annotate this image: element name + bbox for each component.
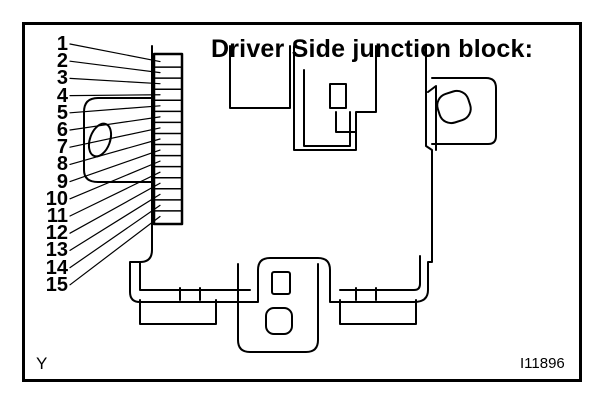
- leader-line: [69, 77, 161, 85]
- right-bracket: [431, 77, 497, 145]
- connector-pin-divisions: [153, 66, 183, 212]
- leader-line: [69, 149, 161, 183]
- left-bracket: [83, 97, 153, 183]
- connector-strip: [152, 52, 184, 226]
- pin-number-label: 9: [56, 170, 68, 193]
- top-connector-notch: [335, 111, 357, 133]
- pin-number-label: 11: [46, 205, 68, 227]
- leader-line: [69, 160, 161, 200]
- leader-line: [69, 105, 161, 114]
- top-relay-housing: [229, 45, 291, 109]
- leader-line: [69, 215, 161, 286]
- leader-lines: [69, 43, 161, 286]
- pin-number-label: 1: [56, 33, 68, 55]
- leader-line: [69, 94, 161, 97]
- right-foot-tab: [355, 287, 377, 301]
- bottom-socket-top-slot: [271, 271, 291, 295]
- pin-number-label: 2: [56, 50, 68, 73]
- pin-number-label: 15: [45, 273, 68, 296]
- top-connector-tab: [329, 83, 347, 109]
- pin-number-label: 3: [56, 67, 68, 90]
- housing-outline: [129, 45, 433, 303]
- pin-number-label: 4: [56, 84, 68, 107]
- bottom-socket-bottom-slot: [265, 307, 293, 335]
- pin-number-label: 12: [45, 222, 68, 245]
- right-mount-hole: [436, 89, 472, 125]
- pin-number-label: 8: [56, 153, 68, 176]
- corner-code-left: Y: [36, 354, 48, 373]
- housing-inner-line: [139, 261, 251, 291]
- diagram-title: Driver Side junction block:: [211, 35, 534, 63]
- leader-line: [69, 182, 161, 234]
- pin-number-label: 7: [56, 136, 68, 159]
- right-foot: [339, 299, 417, 325]
- housing-inner-line-right: [339, 255, 421, 291]
- pin-number-label: 13: [45, 239, 68, 262]
- left-foot-tab: [179, 287, 201, 301]
- pin-number-label: 10: [45, 187, 68, 210]
- diagram-frame: [22, 22, 582, 382]
- bottom-socket: [237, 263, 319, 353]
- leader-line: [69, 193, 161, 251]
- leader-line: [69, 171, 161, 217]
- leader-line: [69, 43, 161, 63]
- left-foot: [139, 299, 217, 325]
- leader-line: [69, 116, 161, 131]
- leader-line: [69, 127, 161, 148]
- pin-number-label: 14: [45, 256, 68, 279]
- top-connector-inner: [303, 69, 351, 147]
- figure-id: I11896: [520, 355, 565, 372]
- leader-line: [69, 138, 161, 165]
- right-bracket-edge: [427, 85, 437, 151]
- pin-number-label: 6: [56, 119, 68, 141]
- leader-line: [69, 60, 161, 74]
- pin-number-label: 5: [56, 101, 68, 124]
- leader-line: [69, 204, 161, 269]
- left-mount-hole: [87, 122, 113, 158]
